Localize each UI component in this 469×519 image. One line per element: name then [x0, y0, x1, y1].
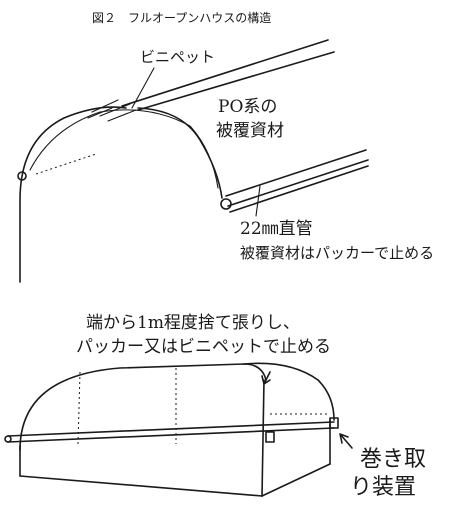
- roll-pipe-top: [7, 421, 335, 437]
- film-shading: [87, 99, 137, 122]
- roof-ridge-line-1: [121, 39, 329, 107]
- winder-label-line1: 巻き取: [360, 447, 426, 472]
- arch-inner-line: [29, 109, 219, 189]
- vinyl-pet-leader: [131, 67, 155, 109]
- winder-device-body: [265, 431, 275, 443]
- house-front-base: [19, 475, 263, 497]
- left-pipe-end: [17, 171, 27, 181]
- film-label-line1: PO系の: [218, 97, 277, 117]
- house-roof-arc: [19, 363, 267, 451]
- arch-right-profile: [137, 107, 223, 199]
- packer-note: 被覆資材はパッカーで止める: [240, 244, 434, 262]
- winder-label-line2: り装置: [350, 475, 416, 500]
- house-end-base: [261, 463, 331, 497]
- bottom-diagram: 端から1m程度捨て張りし、 パッカー又はビニペットで止める 巻き取 り装置: [4, 313, 426, 500]
- roof-ridge-line-2: [137, 51, 335, 111]
- side-base-line-1: [225, 149, 367, 197]
- inner-dashed-line: [35, 153, 97, 175]
- figure-caption: 図２ フルオープンハウスの構造: [92, 11, 271, 25]
- winder-device-end: [329, 417, 339, 429]
- winder-arrow: [339, 433, 353, 449]
- bottom-note-line2: パッカー又はビニペットで止める: [76, 337, 331, 357]
- panel-dashed-1: [77, 371, 81, 445]
- vinyl-pet-label: ビニペット: [140, 48, 215, 66]
- film-label-line2: 被覆資材: [216, 121, 284, 141]
- side-pipe-line: [229, 165, 369, 213]
- side-base-line-2: [227, 159, 369, 207]
- roll-pipe-bottom: [7, 427, 335, 443]
- pipe-leader: [255, 185, 261, 217]
- top-diagram: ビニペット PO系の 被覆資材 22㎜直管 被覆資材はパッカーで止める: [17, 39, 434, 283]
- arch-front-profile: [19, 106, 127, 283]
- film-pointer-arrow: [261, 371, 271, 385]
- pipe-label: 22㎜直管: [240, 219, 313, 239]
- roll-pipe-end: [4, 435, 12, 443]
- right-pipe-end: [220, 198, 232, 210]
- house-corner-wall: [261, 379, 265, 497]
- bottom-note-line1: 端から1m程度捨て張りし、: [86, 313, 300, 333]
- house-end-arch: [243, 362, 335, 421]
